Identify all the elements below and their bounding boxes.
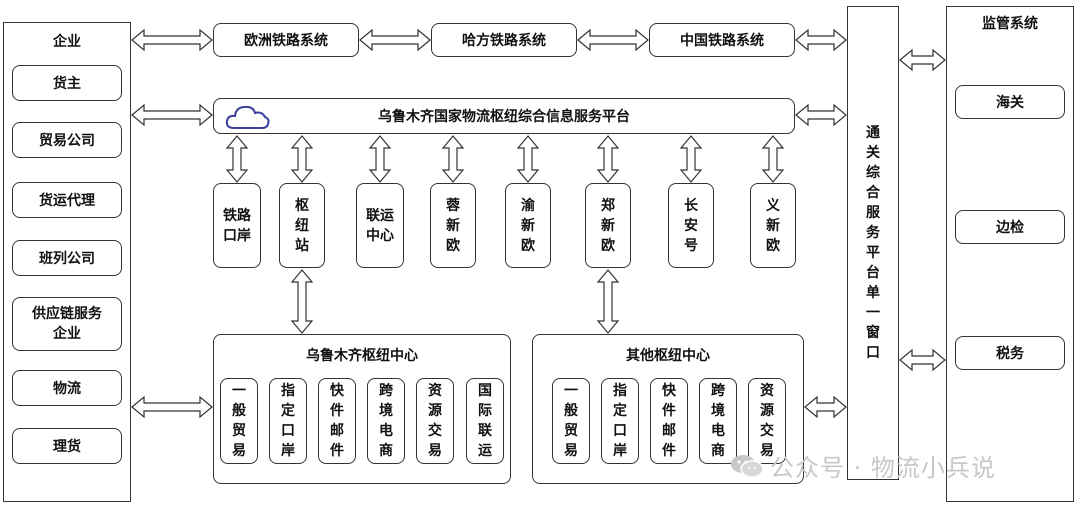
arrow-enterprise-euro-rail bbox=[131, 28, 213, 52]
arrow-euro-ha-rail bbox=[359, 28, 431, 52]
urumqi-item-2: 快件邮件 bbox=[318, 378, 356, 464]
arrow-zheng-other-hub bbox=[596, 269, 620, 334]
arrow-window-supervision-top bbox=[899, 48, 946, 72]
enterprise-item-2-label: 货运代理 bbox=[39, 193, 95, 209]
node-6-label: 长安号 bbox=[684, 197, 698, 254]
enterprise-item-3: 班列公司 bbox=[12, 240, 122, 276]
enterprise-item-1-label: 贸易公司 bbox=[39, 133, 95, 149]
other-item-0-label: 一般贸易 bbox=[564, 383, 578, 459]
rail-system-2-label: 中国铁路系统 bbox=[680, 33, 764, 49]
arrow-enterprise-platform bbox=[131, 103, 213, 127]
rail-system-0: 欧洲铁路系统 bbox=[213, 23, 359, 57]
arrow-china-rail-window bbox=[795, 28, 847, 52]
urumqi-item-0: 一般贸易 bbox=[220, 378, 258, 464]
arrow-enterprise-urumqi-hub bbox=[131, 395, 213, 419]
supervision-item-2-label: 税务 bbox=[996, 346, 1024, 362]
other-item-1-label: 指定口岸 bbox=[613, 383, 627, 459]
node-5: 郑新欧 bbox=[585, 183, 631, 268]
urumqi-item-5: 国际联运 bbox=[466, 378, 504, 464]
supervision-title: 监管系统 bbox=[982, 16, 1038, 32]
platform-title: 乌鲁木齐国家物流枢纽综合信息服务平台 bbox=[378, 109, 630, 125]
cloud-icon bbox=[225, 105, 270, 129]
watermark-text: 公众号 · 物流小兵说 bbox=[770, 454, 996, 482]
node-3-label: 蓉新欧 bbox=[446, 197, 460, 254]
node-2-label: 联运中心 bbox=[366, 207, 394, 244]
enterprise-item-5-label: 物流 bbox=[53, 381, 81, 397]
watermark: 公众号 · 物流小兵说 bbox=[730, 448, 996, 483]
arrow-platform-node-0 bbox=[225, 135, 249, 183]
enterprise-item-0-label: 货主 bbox=[53, 76, 81, 92]
other-item-3-label: 跨境电商 bbox=[711, 383, 725, 459]
enterprise-item-6-label: 理货 bbox=[53, 439, 81, 455]
enterprise-item-4: 供应链服务企业 bbox=[12, 297, 122, 351]
arrow-ha-china-rail bbox=[577, 28, 649, 52]
urumqi-hub-title: 乌鲁木齐枢纽中心 bbox=[306, 348, 418, 364]
enterprise-title: 企业 bbox=[53, 34, 81, 50]
enterprise-item-3-label: 班列公司 bbox=[39, 251, 95, 267]
node-0-label: 铁路口岸 bbox=[223, 207, 251, 244]
wechat-icon bbox=[730, 453, 764, 479]
single-window-title: 通关综合服务平台单一窗口 bbox=[866, 125, 880, 361]
urumqi-item-4-label: 资源交易 bbox=[428, 383, 442, 459]
urumqi-item-3-label: 跨境电商 bbox=[379, 383, 393, 459]
rail-system-1-label: 哈方铁路系统 bbox=[462, 33, 546, 49]
other-item-4: 资源交易 bbox=[748, 378, 786, 464]
urumqi-item-0-label: 一般贸易 bbox=[232, 383, 246, 459]
enterprise-item-0: 货主 bbox=[12, 65, 122, 101]
enterprise-item-4-label: 供应链服务企业 bbox=[32, 306, 102, 342]
other-item-2: 快件邮件 bbox=[650, 378, 688, 464]
urumqi-item-3: 跨境电商 bbox=[367, 378, 405, 464]
urumqi-hub-panel: 乌鲁木齐枢纽中心 bbox=[213, 334, 511, 484]
urumqi-item-5-label: 国际联运 bbox=[478, 383, 492, 459]
supervision-item-2: 税务 bbox=[955, 336, 1065, 370]
supervision-item-0-label: 海关 bbox=[996, 95, 1024, 111]
supervision-panel: 监管系统 bbox=[946, 6, 1074, 502]
node-0: 铁路口岸 bbox=[213, 183, 261, 268]
node-7-label: 义新欧 bbox=[766, 197, 780, 254]
rail-system-0-label: 欧洲铁路系统 bbox=[244, 33, 328, 49]
node-1: 枢纽站 bbox=[279, 183, 325, 268]
enterprise-item-1: 贸易公司 bbox=[12, 122, 122, 158]
arrow-platform-window bbox=[795, 103, 847, 127]
rail-system-1: 哈方铁路系统 bbox=[431, 23, 577, 57]
arrow-platform-node-5 bbox=[596, 135, 620, 183]
arrow-platform-node-3 bbox=[441, 135, 465, 183]
other-item-0: 一般贸易 bbox=[552, 378, 590, 464]
single-window-panel: 通关综合服务平台单一窗口 bbox=[847, 6, 899, 480]
arrow-platform-node-4 bbox=[516, 135, 540, 183]
node-5-label: 郑新欧 bbox=[601, 197, 615, 254]
arrow-other-hub-window bbox=[804, 395, 847, 419]
node-2: 联运中心 bbox=[356, 183, 404, 268]
urumqi-item-4: 资源交易 bbox=[416, 378, 454, 464]
info-platform: 乌鲁木齐国家物流枢纽综合信息服务平台 bbox=[213, 98, 795, 134]
other-item-3: 跨境电商 bbox=[699, 378, 737, 464]
node-4-label: 渝新欧 bbox=[521, 197, 535, 254]
arrow-platform-node-6 bbox=[679, 135, 703, 183]
node-7: 义新欧 bbox=[750, 183, 796, 268]
arrow-platform-node-1 bbox=[290, 135, 314, 183]
urumqi-item-1-label: 指定口岸 bbox=[281, 383, 295, 459]
rail-system-2: 中国铁路系统 bbox=[649, 23, 795, 57]
node-4: 渝新欧 bbox=[505, 183, 551, 268]
enterprise-item-2: 货运代理 bbox=[12, 182, 122, 218]
arrow-platform-node-7 bbox=[761, 135, 785, 183]
enterprise-item-6: 理货 bbox=[12, 428, 122, 464]
node-3: 蓉新欧 bbox=[430, 183, 476, 268]
enterprise-item-5: 物流 bbox=[12, 370, 122, 406]
other-item-2-label: 快件邮件 bbox=[662, 383, 676, 459]
supervision-item-0: 海关 bbox=[955, 85, 1065, 119]
arrow-platform-node-2 bbox=[368, 135, 392, 183]
urumqi-item-1: 指定口岸 bbox=[269, 378, 307, 464]
other-item-4-label: 资源交易 bbox=[760, 383, 774, 459]
arrow-window-supervision-bottom bbox=[899, 348, 946, 372]
node-6: 长安号 bbox=[668, 183, 714, 268]
other-item-1: 指定口岸 bbox=[601, 378, 639, 464]
node-1-label: 枢纽站 bbox=[295, 197, 309, 254]
urumqi-item-2-label: 快件邮件 bbox=[330, 383, 344, 459]
supervision-item-1: 边检 bbox=[955, 210, 1065, 244]
arrow-hub-station-urumqi bbox=[290, 269, 314, 334]
supervision-item-1-label: 边检 bbox=[996, 220, 1024, 236]
other-hub-title: 其他枢纽中心 bbox=[626, 348, 710, 364]
